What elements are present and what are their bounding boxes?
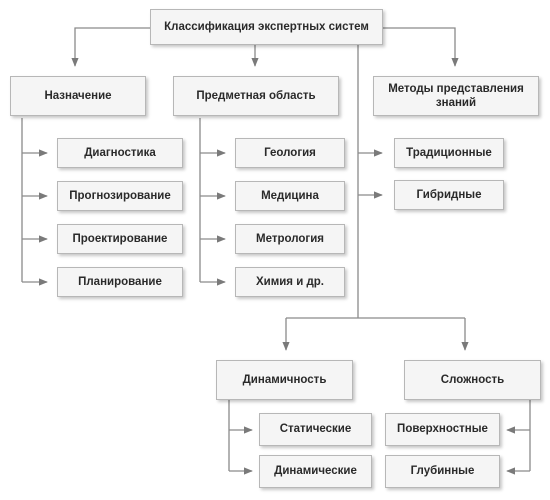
node-methods-item: Традиционные: [394, 138, 504, 168]
node-purpose: Назначение: [10, 76, 146, 116]
node-subject-area: Предметная область: [173, 76, 339, 116]
node-knowledge-methods: Методы представления знаний: [373, 76, 539, 116]
node-methods-item: Гибридные: [394, 180, 504, 210]
node-complexity-item: Глубинные: [385, 455, 500, 488]
node-purpose-item: Проектирование: [57, 224, 183, 254]
node-purpose-item: Планирование: [57, 267, 183, 297]
node-subject-item: Метрология: [235, 224, 345, 254]
node-root: Классификация экспертных систем: [150, 9, 383, 45]
node-dynamics-item: Статические: [259, 413, 372, 446]
node-complexity: Сложность: [404, 360, 541, 400]
node-purpose-item: Диагностика: [57, 138, 183, 168]
node-subject-item: Химия и др.: [235, 267, 345, 297]
node-complexity-item: Поверхностные: [385, 413, 500, 446]
node-subject-item: Медицина: [235, 181, 345, 211]
node-dynamics-item: Динамические: [259, 455, 372, 488]
node-dynamics: Динамичность: [216, 360, 353, 400]
connector-root-purpose: [71, 27, 150, 67]
connector-root-methods: [383, 27, 459, 67]
node-subject-item: Геология: [235, 138, 345, 168]
node-purpose-item: Прогнозирование: [57, 181, 183, 211]
